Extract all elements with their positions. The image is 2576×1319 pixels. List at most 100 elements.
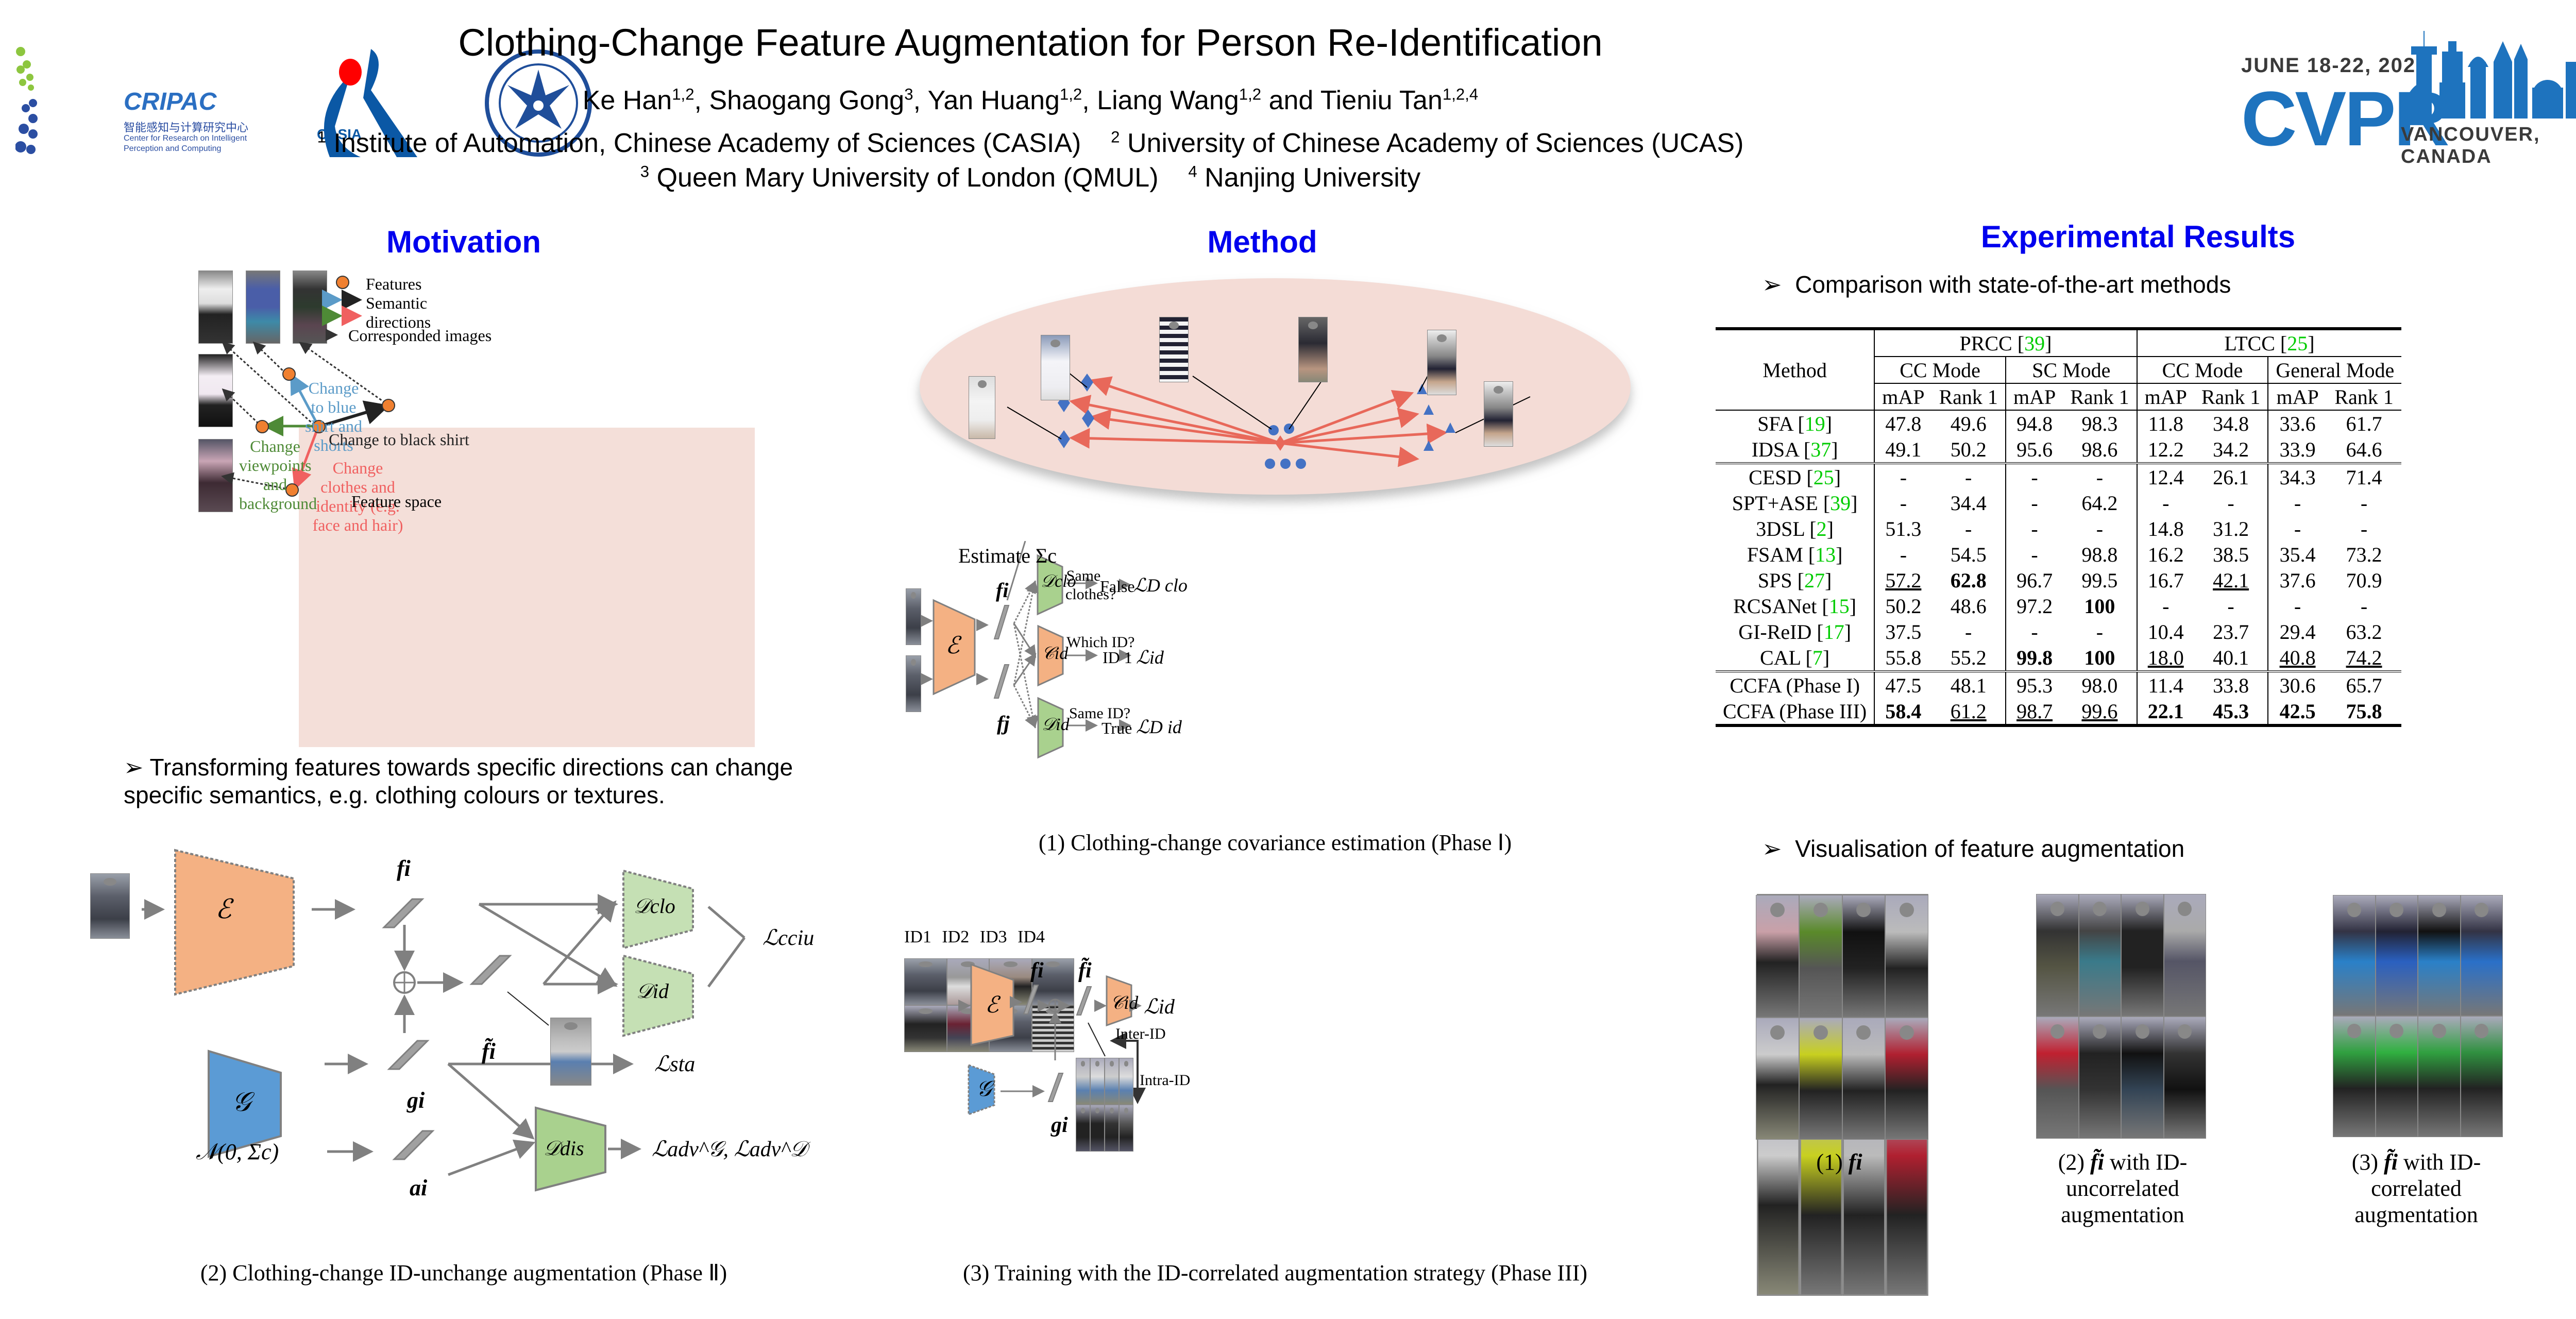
- inter-id-label: Inter-ID: [1115, 1025, 1166, 1042]
- method-cell: FSAM [13]: [1747, 543, 1843, 566]
- center-feature-marker: [1275, 435, 1285, 451]
- value-cell: 99.5: [2081, 568, 2118, 592]
- value-cell: 49.1: [1874, 436, 1932, 463]
- method-cell: SPS [27]: [1757, 568, 1832, 592]
- fti-label: f̃i: [482, 1039, 496, 1064]
- phase3-caption: (3) Training with the ID-correlated augm…: [962, 1260, 1588, 1286]
- value-cell: 33.8: [2194, 670, 2268, 698]
- metric-header: Rank 1: [2326, 383, 2402, 411]
- method-cell: 3DSL [2]: [1756, 517, 1834, 540]
- cas-seal-icon: [485, 49, 592, 157]
- method-cell: CCFA (Phase I): [1716, 670, 1875, 698]
- value-cell: 16.7: [2136, 567, 2194, 593]
- ai-label: ai: [410, 1175, 428, 1200]
- circle-marker: [1280, 459, 1291, 469]
- dataset-header-prcc: PRCC [39]: [1874, 327, 2137, 357]
- feature-bar-fti: [469, 955, 512, 985]
- author-2: Shaogang Gong3: [709, 85, 913, 115]
- ellipse-image-3: [1159, 317, 1189, 382]
- value-cell: 45.3: [2194, 698, 2268, 727]
- augmented-id-grid: [1076, 1058, 1133, 1152]
- affiliations-line-1: 1 Institute of Automation, Chinese Acade…: [0, 128, 2061, 159]
- value-cell: 11.8: [2136, 410, 2194, 436]
- vis-grid-uncorrelated: [2036, 894, 2206, 1139]
- phase3-blocks: [958, 963, 1146, 1116]
- triangle-marker: [1423, 404, 1434, 415]
- value-cell: 64.2: [2081, 491, 2118, 515]
- value-cell: 47.5: [1874, 670, 1932, 698]
- label-blue-direction: Change to blue shirt and shorts: [304, 379, 363, 454]
- cripac-cn: 智能感知与计算研究中心: [124, 121, 249, 134]
- did-block-dashed: [622, 954, 694, 1037]
- feature-point-red: [285, 483, 299, 497]
- mode-header: SC Mode: [2005, 357, 2137, 384]
- ellipse-image-1: [969, 376, 995, 439]
- phase3-gi-label: gi: [1051, 1113, 1068, 1137]
- affiliation-4: 4 Nanjing University: [1188, 162, 1421, 193]
- value-cell: -: [1874, 490, 1932, 516]
- did-block: [1037, 697, 1064, 759]
- bullet-arrow-icon: ➢: [124, 754, 144, 781]
- phase3-generator-block-dashed: [968, 1063, 995, 1116]
- motivation-bullet: ➢ Transforming features towards specific…: [124, 754, 793, 808]
- results-table-wrapper: Method PRCC [39] LTCC [25] CC Mode SC Mo…: [1716, 327, 2402, 727]
- metric-header: Rank 1: [1931, 383, 2006, 411]
- value-cell: -: [2005, 542, 2063, 567]
- phase1-cid-label: 𝒞id: [1042, 644, 1069, 663]
- value-cell: -: [2360, 517, 2368, 540]
- casia-label: CASIA: [317, 126, 362, 142]
- bullet-arrow-icon: ➢: [1762, 271, 1782, 298]
- cid-block: [1037, 624, 1064, 687]
- value-cell: -: [1965, 620, 1972, 644]
- value-cell: 99.8: [2005, 645, 2063, 671]
- author-4: Liang Wang1,2: [1097, 85, 1262, 115]
- dataset-header-ltcc: LTCC [25]: [2136, 327, 2402, 357]
- value-cell: 55.2: [1950, 646, 1987, 669]
- value-cell: -: [2267, 490, 2327, 516]
- value-cell: 55.8: [1874, 645, 1932, 671]
- mode-header: CC Mode: [1874, 357, 2006, 384]
- method-header: Method: [1716, 327, 1875, 411]
- feature-bar-ai: [392, 1130, 435, 1160]
- label-green-direction: Change viewpoints and background: [239, 437, 317, 513]
- vis-caption-1: (1) fi: [1816, 1149, 1862, 1175]
- value-cell: -: [2005, 462, 2063, 490]
- value-cell: -: [1931, 462, 2006, 490]
- answer-true: True: [1101, 719, 1132, 737]
- value-cell: 38.5: [2213, 543, 2249, 566]
- label-feature-space: Feature space: [351, 492, 442, 511]
- bullet-arrow-icon: ➢: [1762, 835, 1782, 862]
- cripac-logo: CRIPAC 智能感知与计算研究中心 Center for Research o…: [15, 46, 283, 160]
- value-cell: 94.8: [2005, 410, 2063, 436]
- affiliation-2: 2 University of Chinese Academy of Scien…: [1111, 128, 1744, 158]
- phase2-diagram: ℰ 𝒢 𝒟clo 𝒟id 𝒟dis fi f̃i gi ai 𝒩(0, Σc) …: [77, 835, 850, 1247]
- value-cell: 23.7: [2213, 620, 2249, 644]
- answer-id1: ID 1: [1103, 648, 1132, 667]
- table-header-modes: CC Mode SC Mode CC Mode General Mode: [1716, 357, 2402, 384]
- ellipse-image-6: [1484, 381, 1513, 447]
- value-cell: -: [2360, 491, 2368, 515]
- cvpr-date: JUNE 18-22, 2023: [2241, 54, 2429, 77]
- method-cell: CAL [7]: [1760, 646, 1830, 669]
- cripac-dots-icon: [15, 47, 38, 154]
- question-same-id: Same ID?: [1069, 705, 1131, 722]
- value-cell: -: [2267, 593, 2327, 619]
- ellipse-image-5: [1427, 330, 1456, 395]
- ddis-block: [535, 1106, 606, 1192]
- dclo-block-dashed: [622, 869, 694, 950]
- loss-adv-label: ℒadv^𝒢, ℒadv^𝒟: [652, 1138, 807, 1161]
- value-cell: 34.3: [2267, 462, 2327, 490]
- mode-header: General Mode: [2267, 357, 2402, 384]
- phase1-caption: (1) Clothing-change covariance estimatio…: [1038, 830, 1512, 855]
- encoder-label: ℰ: [215, 895, 232, 924]
- metric-header: mAP: [1874, 383, 1932, 411]
- value-cell: 16.2: [2136, 542, 2194, 567]
- value-cell: 65.7: [2326, 670, 2402, 698]
- value-cell: 73.2: [2346, 543, 2382, 566]
- value-cell: 22.1: [2136, 698, 2194, 727]
- dclo-label: 𝒟clo: [634, 894, 675, 918]
